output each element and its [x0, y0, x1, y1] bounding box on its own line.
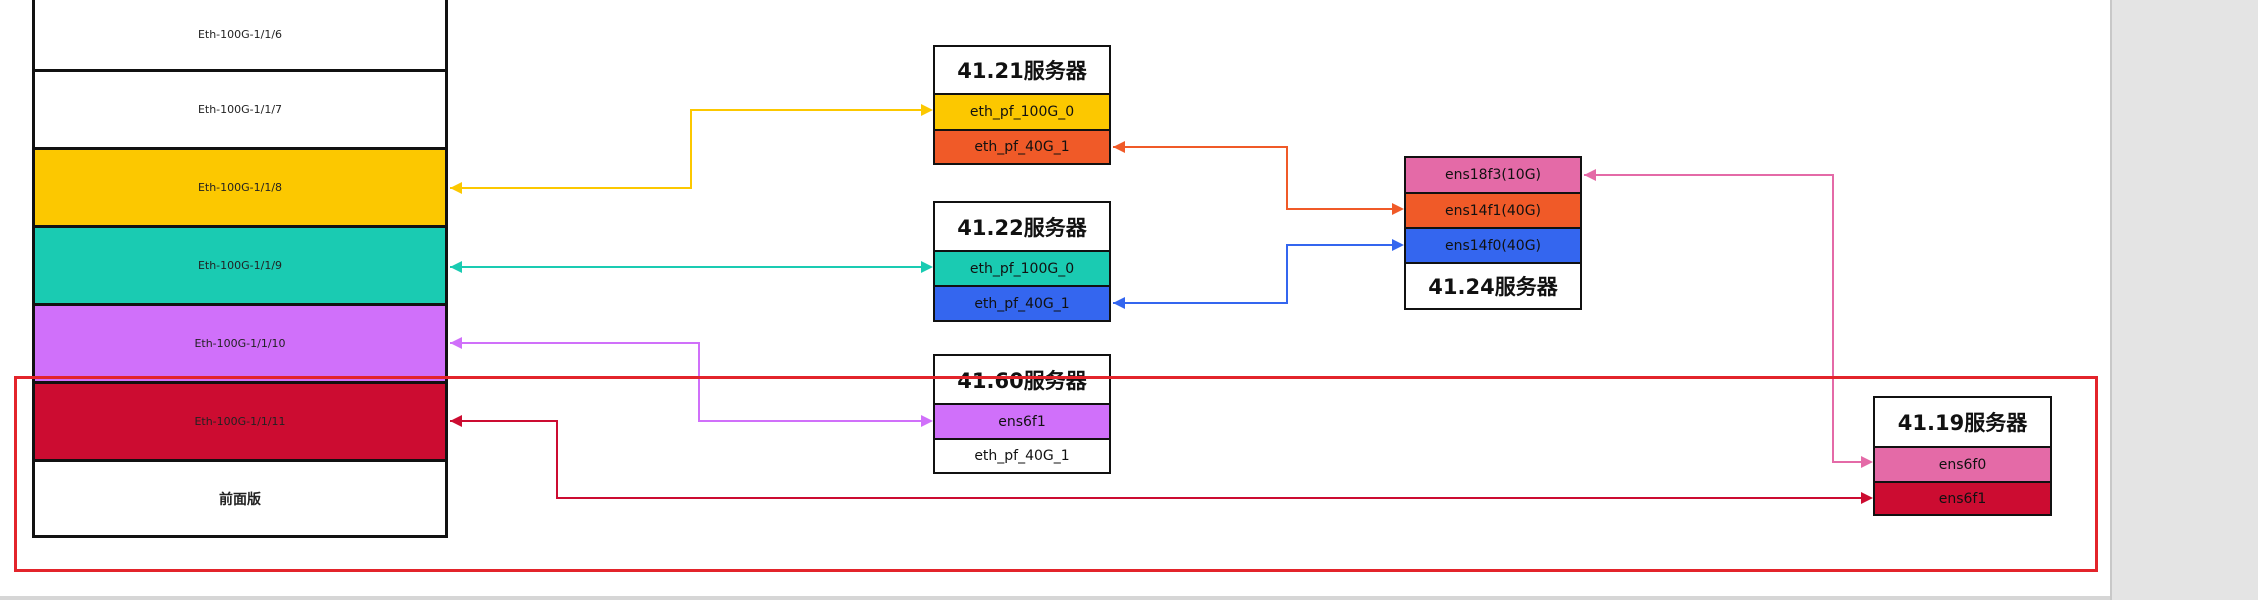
- switch-port-1-1-6: Eth-100G-1/1/6: [35, 0, 445, 72]
- server-41-24-port-ens14f1: ens14f1(40G): [1406, 192, 1580, 227]
- switch-port-1-1-10: Eth-100G-1/1/10: [35, 306, 445, 384]
- switch-port-1-1-11: Eth-100G-1/1/11: [35, 384, 445, 462]
- server-41-60-title: 41.60服务器: [957, 368, 1087, 393]
- server-41-22-port-eth-pf-40g-1: eth_pf_40G_1: [935, 285, 1109, 320]
- wire-arrowhead: [1113, 297, 1125, 309]
- connection-wires: [450, 104, 1873, 504]
- server-41-19: 41.19服务器 ens6f0 ens6f1: [1873, 396, 2052, 516]
- wire-pink: [1584, 174, 1873, 468]
- server-41-19-title: 41.19服务器: [1897, 411, 2028, 435]
- scrollbar-track[interactable]: [2110, 0, 2258, 600]
- server-41-24-port-ens18f3: ens18f3(10G): [1406, 158, 1580, 192]
- server-41-21: 41.21服务器 eth_pf_100G_0 eth_pf_40G_1: [933, 45, 1111, 165]
- wire-orange: [1113, 146, 1404, 215]
- front-panel-label: 前面版: [219, 491, 261, 508]
- wire-yellow: [450, 104, 933, 189]
- server-41-21-title: 41.21服务器: [957, 59, 1087, 83]
- switch-panel: Eth-100G-1/1/6 Eth-100G-1/1/7 Eth-100G-1…: [32, 0, 448, 538]
- wire-arrowhead: [1113, 141, 1125, 153]
- wire-red: [450, 420, 1873, 504]
- server-41-60: 41.60服务器 ens6f1 eth_pf_40G_1: [933, 354, 1111, 474]
- wire-purple: [450, 342, 933, 427]
- switch-port-1-1-8: Eth-100G-1/1/8: [35, 150, 445, 228]
- wire-blue: [1113, 239, 1404, 304]
- server-41-19-port-ens6f0: ens6f0: [1875, 446, 2050, 481]
- wire-arrowhead: [1584, 169, 1596, 181]
- server-41-24-port-ens14f0: ens14f0(40G): [1406, 227, 1580, 262]
- server-41-21-port-eth-pf-100g-0: eth_pf_100G_0: [935, 93, 1109, 129]
- wire-arrowhead: [450, 261, 462, 273]
- server-41-24: ens18f3(10G) ens14f1(40G) ens14f0(40G) 4…: [1404, 156, 1582, 310]
- server-41-60-port-ens6f1: ens6f1: [935, 403, 1109, 438]
- canvas-bottom-edge: [0, 596, 2110, 600]
- server-41-22-title: 41.22服务器: [957, 215, 1087, 240]
- server-41-24-title: 41.24服务器: [1406, 262, 1580, 308]
- switch-port-1-1-7: Eth-100G-1/1/7: [35, 72, 445, 150]
- server-41-22: 41.22服务器 eth_pf_100G_0 eth_pf_40G_1: [933, 201, 1111, 322]
- wire-arrowhead: [450, 415, 462, 427]
- wire-arrowhead: [450, 182, 462, 194]
- server-41-60-port-eth-pf-40g-1: eth_pf_40G_1: [935, 438, 1109, 472]
- diagram-canvas: Eth-100G-1/1/6 Eth-100G-1/1/7 Eth-100G-1…: [14, 0, 2098, 572]
- server-41-19-port-ens6f1: ens6f1: [1875, 481, 2050, 514]
- switch-port-1-1-9: Eth-100G-1/1/9: [35, 228, 445, 306]
- server-41-21-port-eth-pf-40g-1: eth_pf_40G_1: [935, 129, 1109, 163]
- server-41-22-port-eth-pf-100g-0: eth_pf_100G_0: [935, 250, 1109, 285]
- wire-arrowhead: [450, 337, 462, 349]
- highlight-rectangle: [14, 376, 2098, 572]
